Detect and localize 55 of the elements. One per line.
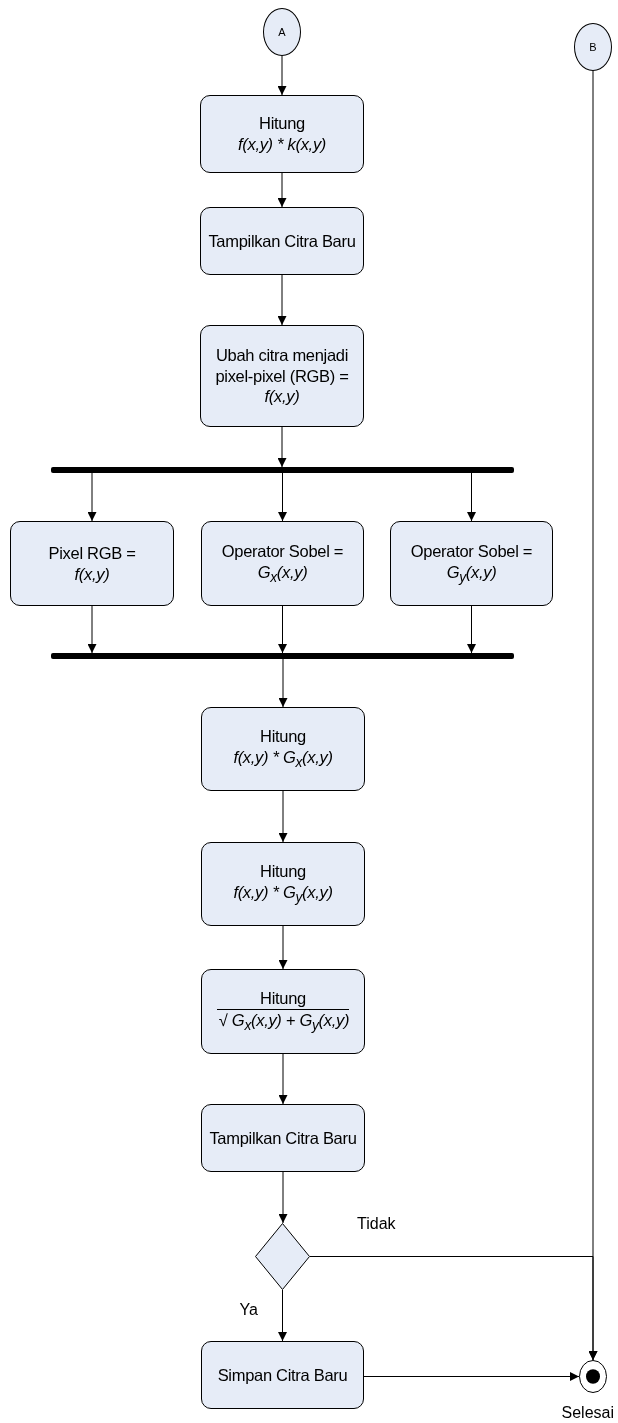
arrow [278, 658, 288, 708]
process-box [10, 521, 174, 606]
formula-text: f(x,y) [264, 386, 300, 407]
node-text: Operator Sobel = [410, 540, 533, 562]
arrow [277, 274, 287, 326]
arrow [278, 1289, 287, 1342]
process-box [390, 521, 553, 606]
node-text: Tampilkan Citra Baru [209, 1127, 357, 1149]
process-box [201, 707, 365, 791]
process-box [201, 1104, 365, 1172]
node-text: Hitung [260, 988, 306, 1010]
node-text: A [278, 26, 286, 38]
formula-text: G$_{x}$(x,y) [257, 561, 308, 587]
arrow [278, 790, 288, 843]
arrow [467, 472, 476, 522]
node-text: Hitung [260, 861, 306, 883]
node-text: Simpan Citra Baru [217, 1364, 348, 1386]
node-text: Hitung [260, 726, 306, 748]
arrow [277, 426, 287, 468]
arrow [87, 605, 97, 654]
arrow [278, 925, 288, 970]
arrow [363, 1372, 580, 1381]
node-text: B [589, 41, 597, 53]
arrow [467, 605, 476, 654]
final-node [579, 1360, 607, 1393]
arrow [278, 472, 287, 522]
formula-text: √ G$_{x}$(x,y) + G$_{y}$(x,y) [216, 1009, 350, 1035]
formula-text: f(x,y) * k(x,y) [237, 134, 327, 155]
process-box [200, 95, 364, 173]
formula-text: f(x,y) * G$_{y}$(x,y) [233, 882, 333, 907]
fork-join-bar [51, 653, 514, 659]
process-box [201, 521, 364, 606]
node-text: Tampilkan Citra Baru [208, 230, 356, 252]
process-box [201, 842, 365, 926]
process-box [200, 325, 364, 427]
formula-text: f(x,y) * G$_{x}$(x,y) [233, 747, 333, 772]
node-text: Operator Sobel = [221, 540, 344, 562]
arrow [278, 605, 287, 654]
formula-text: f(x,y) [74, 563, 110, 585]
process-box [200, 207, 364, 275]
decision-diamond [255, 1223, 310, 1290]
connector-circle [263, 8, 301, 56]
arrow [278, 1053, 288, 1105]
arrow [277, 172, 287, 208]
formula-text: G$_{y}$(x,y) [446, 561, 497, 587]
process-box [201, 1341, 364, 1409]
arrow [87, 472, 97, 522]
arrow [588, 70, 598, 1361]
fork-join-bar [51, 467, 514, 473]
process-box [201, 969, 365, 1054]
node-text: Hitung [259, 113, 305, 134]
connector-circle [574, 23, 612, 71]
arrow [277, 55, 287, 96]
node-text: Pixel RGB = [48, 542, 136, 564]
arrow [278, 1171, 288, 1224]
